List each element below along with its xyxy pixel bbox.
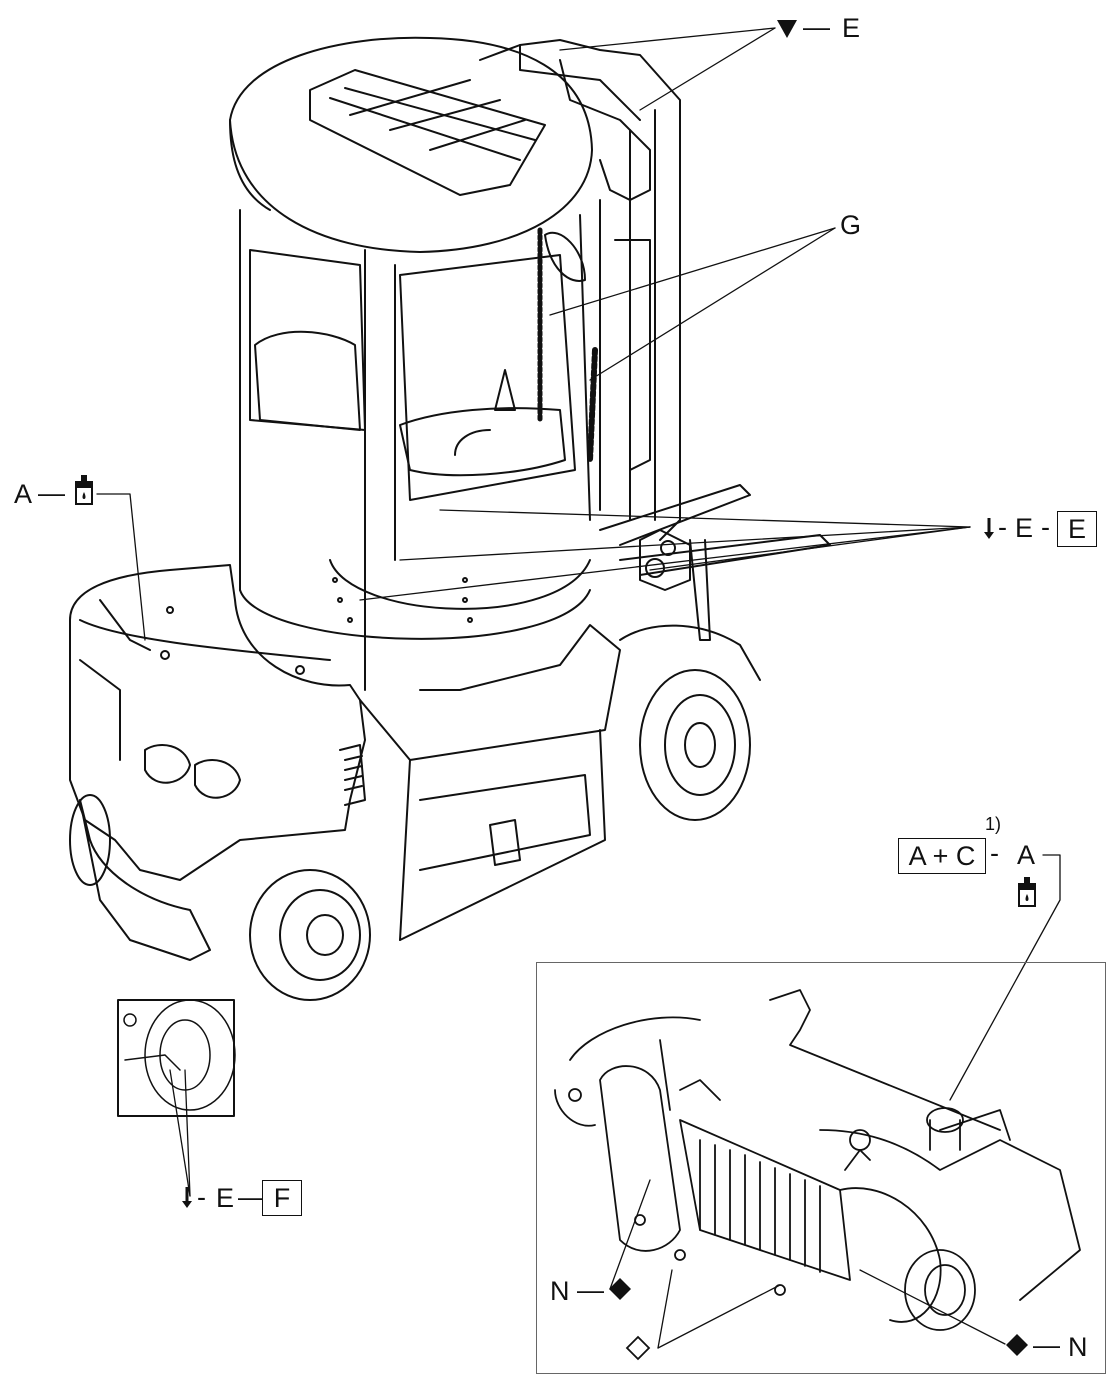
oil-canister-icon: [75, 475, 93, 505]
callout-dash-wheel-2: —: [238, 1182, 265, 1212]
forks: [599, 484, 831, 641]
callout-dash-axle: -: [990, 838, 999, 868]
callout-letter-axle-right: N: [1068, 1332, 1088, 1362]
down-arrow-icon: [984, 518, 994, 539]
filled-diamond-icon: [1006, 1334, 1028, 1356]
cabin: [229, 36, 593, 691]
callout-letter-axle-left: N: [550, 1276, 570, 1306]
callout-dash-axle-right: —: [1033, 1330, 1060, 1360]
leader-lines: [96, 27, 1061, 1349]
chassis: [69, 564, 621, 961]
callout-footnote: 1): [985, 814, 1002, 834]
callout-dash-wheel: -: [197, 1182, 206, 1212]
mast: [479, 39, 681, 541]
axle-inset-frame: [536, 962, 1106, 1374]
callout-dash-right-2: -: [1041, 512, 1050, 542]
callout-box-axle: A + C: [898, 838, 986, 874]
axle-drawing: [554, 989, 1081, 1331]
filled-diamond-icon: [609, 1278, 631, 1300]
callout-letter-left-mid: A: [14, 479, 33, 509]
callout-dash-top: —: [803, 12, 830, 42]
callout-letter-mast: G: [840, 210, 862, 240]
callout-dash-left: —: [38, 478, 65, 508]
wheels: [69, 624, 761, 1001]
down-arrow-icon: [182, 1187, 192, 1208]
filled-down-triangle-icon: [777, 20, 797, 38]
callout-letter-top-right: E: [842, 13, 861, 43]
callout-letter-wheel-inset: E: [216, 1183, 235, 1213]
oil-canister-icon: [1018, 877, 1036, 907]
callout-letter-axle: A: [1017, 840, 1036, 870]
callout-box-right-mid: E: [1057, 511, 1097, 547]
callout-letter-right-mid: E: [1015, 513, 1034, 543]
callout-dash-right: -: [998, 512, 1007, 542]
outline-diamond-icon: [625, 1335, 651, 1361]
callout-dash-axle-left: —: [577, 1275, 604, 1305]
wheel-inset-drawing: [117, 999, 236, 1117]
callout-box-wheel-inset: F: [262, 1180, 302, 1216]
